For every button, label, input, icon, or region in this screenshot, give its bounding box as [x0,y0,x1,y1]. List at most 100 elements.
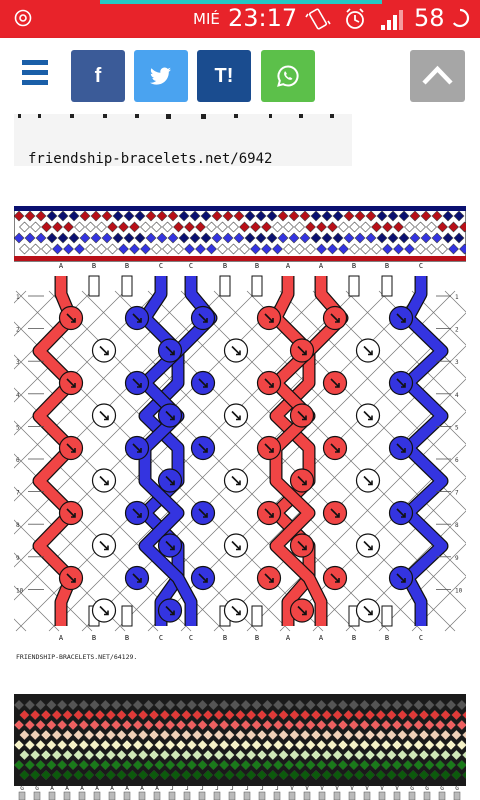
knot-arrow-icon [264,573,274,583]
preview-knot [162,243,173,255]
row-number-right: 9 [455,555,459,562]
preview-knot [145,210,157,222]
preview-knot [112,232,124,244]
preview-knot [343,232,355,244]
second-string-label: J [260,785,264,792]
whatsapp-share-button[interactable] [261,50,315,102]
second-knot [375,729,387,741]
string-label-top: B [223,262,227,270]
preview-knot [442,210,454,222]
second-knot [343,749,354,761]
preview-knot [57,232,69,244]
preview-knot [448,221,459,233]
second-knot [272,719,284,731]
string-label-top: B [352,262,356,270]
second-knot [397,749,408,761]
preview-knot [294,243,305,255]
knot-arrow-icon [264,378,274,388]
second-knot [229,739,241,751]
preview-knot [376,232,388,244]
knot-arrow-icon [297,605,307,616]
preview-knot [360,221,371,233]
knot-arrow-icon [66,573,76,583]
knot-arrow-icon [165,605,175,616]
second-knot [24,759,36,771]
knot-arrow-icon [132,378,142,388]
twitter-share-button[interactable] [134,50,188,102]
string-label-bottom: A [59,634,64,642]
second-knot [407,729,419,741]
second-knot [224,749,235,761]
preview-knot [85,243,96,255]
grid-line [14,290,324,601]
second-knot [19,749,30,761]
second-knot [316,759,327,771]
second-knot [272,699,284,711]
preview-knot [189,210,201,222]
strand-stub-top [88,275,100,297]
second-knot [407,749,419,761]
row-number-right: 5 [455,424,459,431]
preview-knot [200,210,212,222]
knot-arrow-icon [363,345,373,356]
second-knot [197,719,208,731]
knot-arrow-icon [198,313,208,323]
preview-knot [453,232,465,244]
second-string-label: G [440,785,444,792]
second-knot [24,699,36,711]
second-knot [283,699,295,711]
tumblr-icon: T! [214,64,234,87]
second-knot [429,709,441,721]
second-knot [40,769,52,781]
second-knot [105,769,117,781]
preview-knot [294,221,305,233]
second-knot [337,739,349,751]
knot-arrow-icon [363,540,373,551]
second-knot [321,709,333,721]
second-knot [326,759,338,771]
second-knot [143,739,154,751]
grid-line [14,290,192,469]
grid-line [312,477,466,632]
second-knot [213,709,225,721]
preview-knot [332,232,344,244]
preview-knot [338,243,349,255]
scroll-top-button[interactable] [410,50,465,102]
second-knot [289,749,300,761]
second-knot [332,769,343,781]
second-knot [218,699,230,711]
second-knot [170,769,181,781]
second-knot [402,699,414,711]
second-knot [218,739,230,751]
string-label-top: A [319,262,324,270]
second-knot [391,699,403,711]
preview-knot [266,210,278,222]
menu-button[interactable] [22,60,48,90]
second-knot [73,709,84,721]
preview-knot [129,221,140,233]
preview-knot [354,210,366,222]
second-knot [283,759,295,771]
tumblr-share-button[interactable]: T! [197,50,251,102]
battery-ring-icon [450,8,470,28]
second-knot [380,699,392,711]
row-number-left: 3 [16,359,20,366]
facebook-icon: f [94,64,102,87]
second-knot [359,719,370,731]
second-knot [229,719,241,731]
string-label-bottom: A [319,634,324,642]
second-string-label: V [320,785,324,792]
knot-arrow-icon [396,508,406,518]
second-knot [445,739,457,751]
knot-arrow-icon [66,508,76,518]
facebook-share-button[interactable]: f [71,50,125,102]
preview-knot [74,221,85,233]
string-label-top: B [255,262,259,270]
second-knot [186,719,198,731]
preview-knot [431,210,443,222]
second-knot [445,719,457,731]
second-knot [343,709,354,721]
second-strand-swatch [453,791,461,800]
second-knot [343,769,354,781]
second-knot [413,739,424,751]
